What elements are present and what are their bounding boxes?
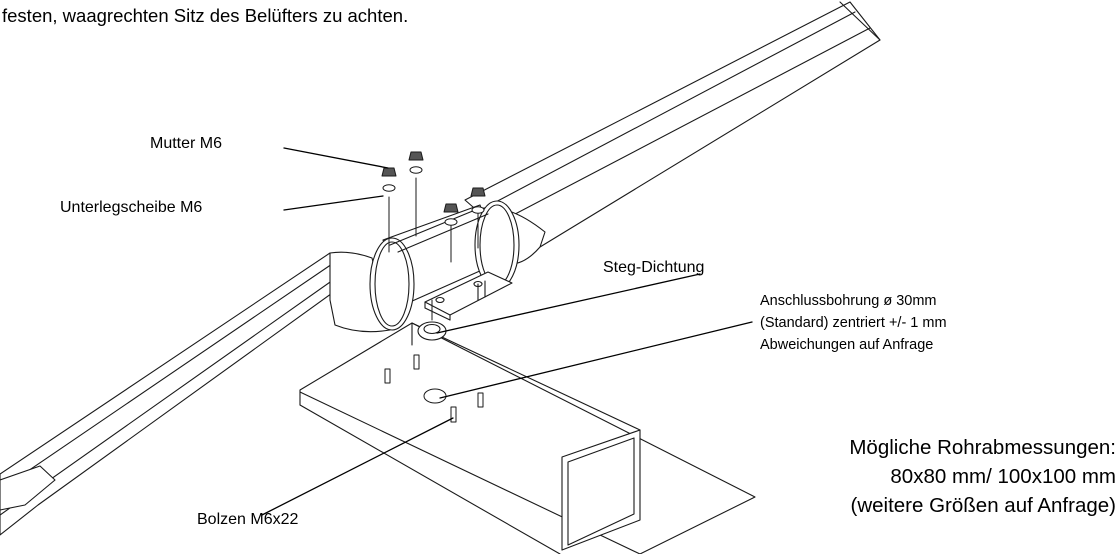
bore-note: Anschlussbohrung ø 30mm (Standard) zentr… [760, 290, 947, 356]
aerator-left-arm [0, 252, 361, 536]
aerator-center [329, 200, 546, 333]
pipe-sizes-line3: (weitere Größen auf Anfrage) [850, 494, 1117, 517]
bore-note-line2: (Standard) zentriert +/- 1 mm [760, 315, 947, 331]
label-bolt: Bolzen M6x22 [197, 511, 299, 528]
pipe-sizes: Mögliche Rohrabmessungen: 80x80 mm/ 100x… [849, 433, 1116, 520]
label-nut: Mutter M6 [150, 135, 223, 152]
pins [384, 354, 484, 423]
clamp-bracket [424, 271, 513, 321]
bore-note-line1: Anschlussbohrung ø 30mm [760, 293, 937, 309]
label-seal: Steg-Dichtung [603, 259, 705, 276]
bore-note-line3: Abweichungen auf Anfrage [760, 337, 934, 353]
aerator-right-arm [464, 1, 881, 248]
fasteners [381, 151, 486, 321]
seal-ring [417, 321, 447, 341]
pipe-sizes-line1: Mögliche Rohrabmessungen: [849, 436, 1116, 459]
square-pipe [299, 322, 756, 554]
label-washer: Unterlegscheibe M6 [60, 199, 203, 216]
pipe-sizes-line2: 80x80 mm/ 100x100 mm [890, 465, 1116, 488]
leader-lines [261, 147, 753, 516]
intro-text: festen, waagrechten Sitz des Belüfters z… [2, 5, 409, 26]
